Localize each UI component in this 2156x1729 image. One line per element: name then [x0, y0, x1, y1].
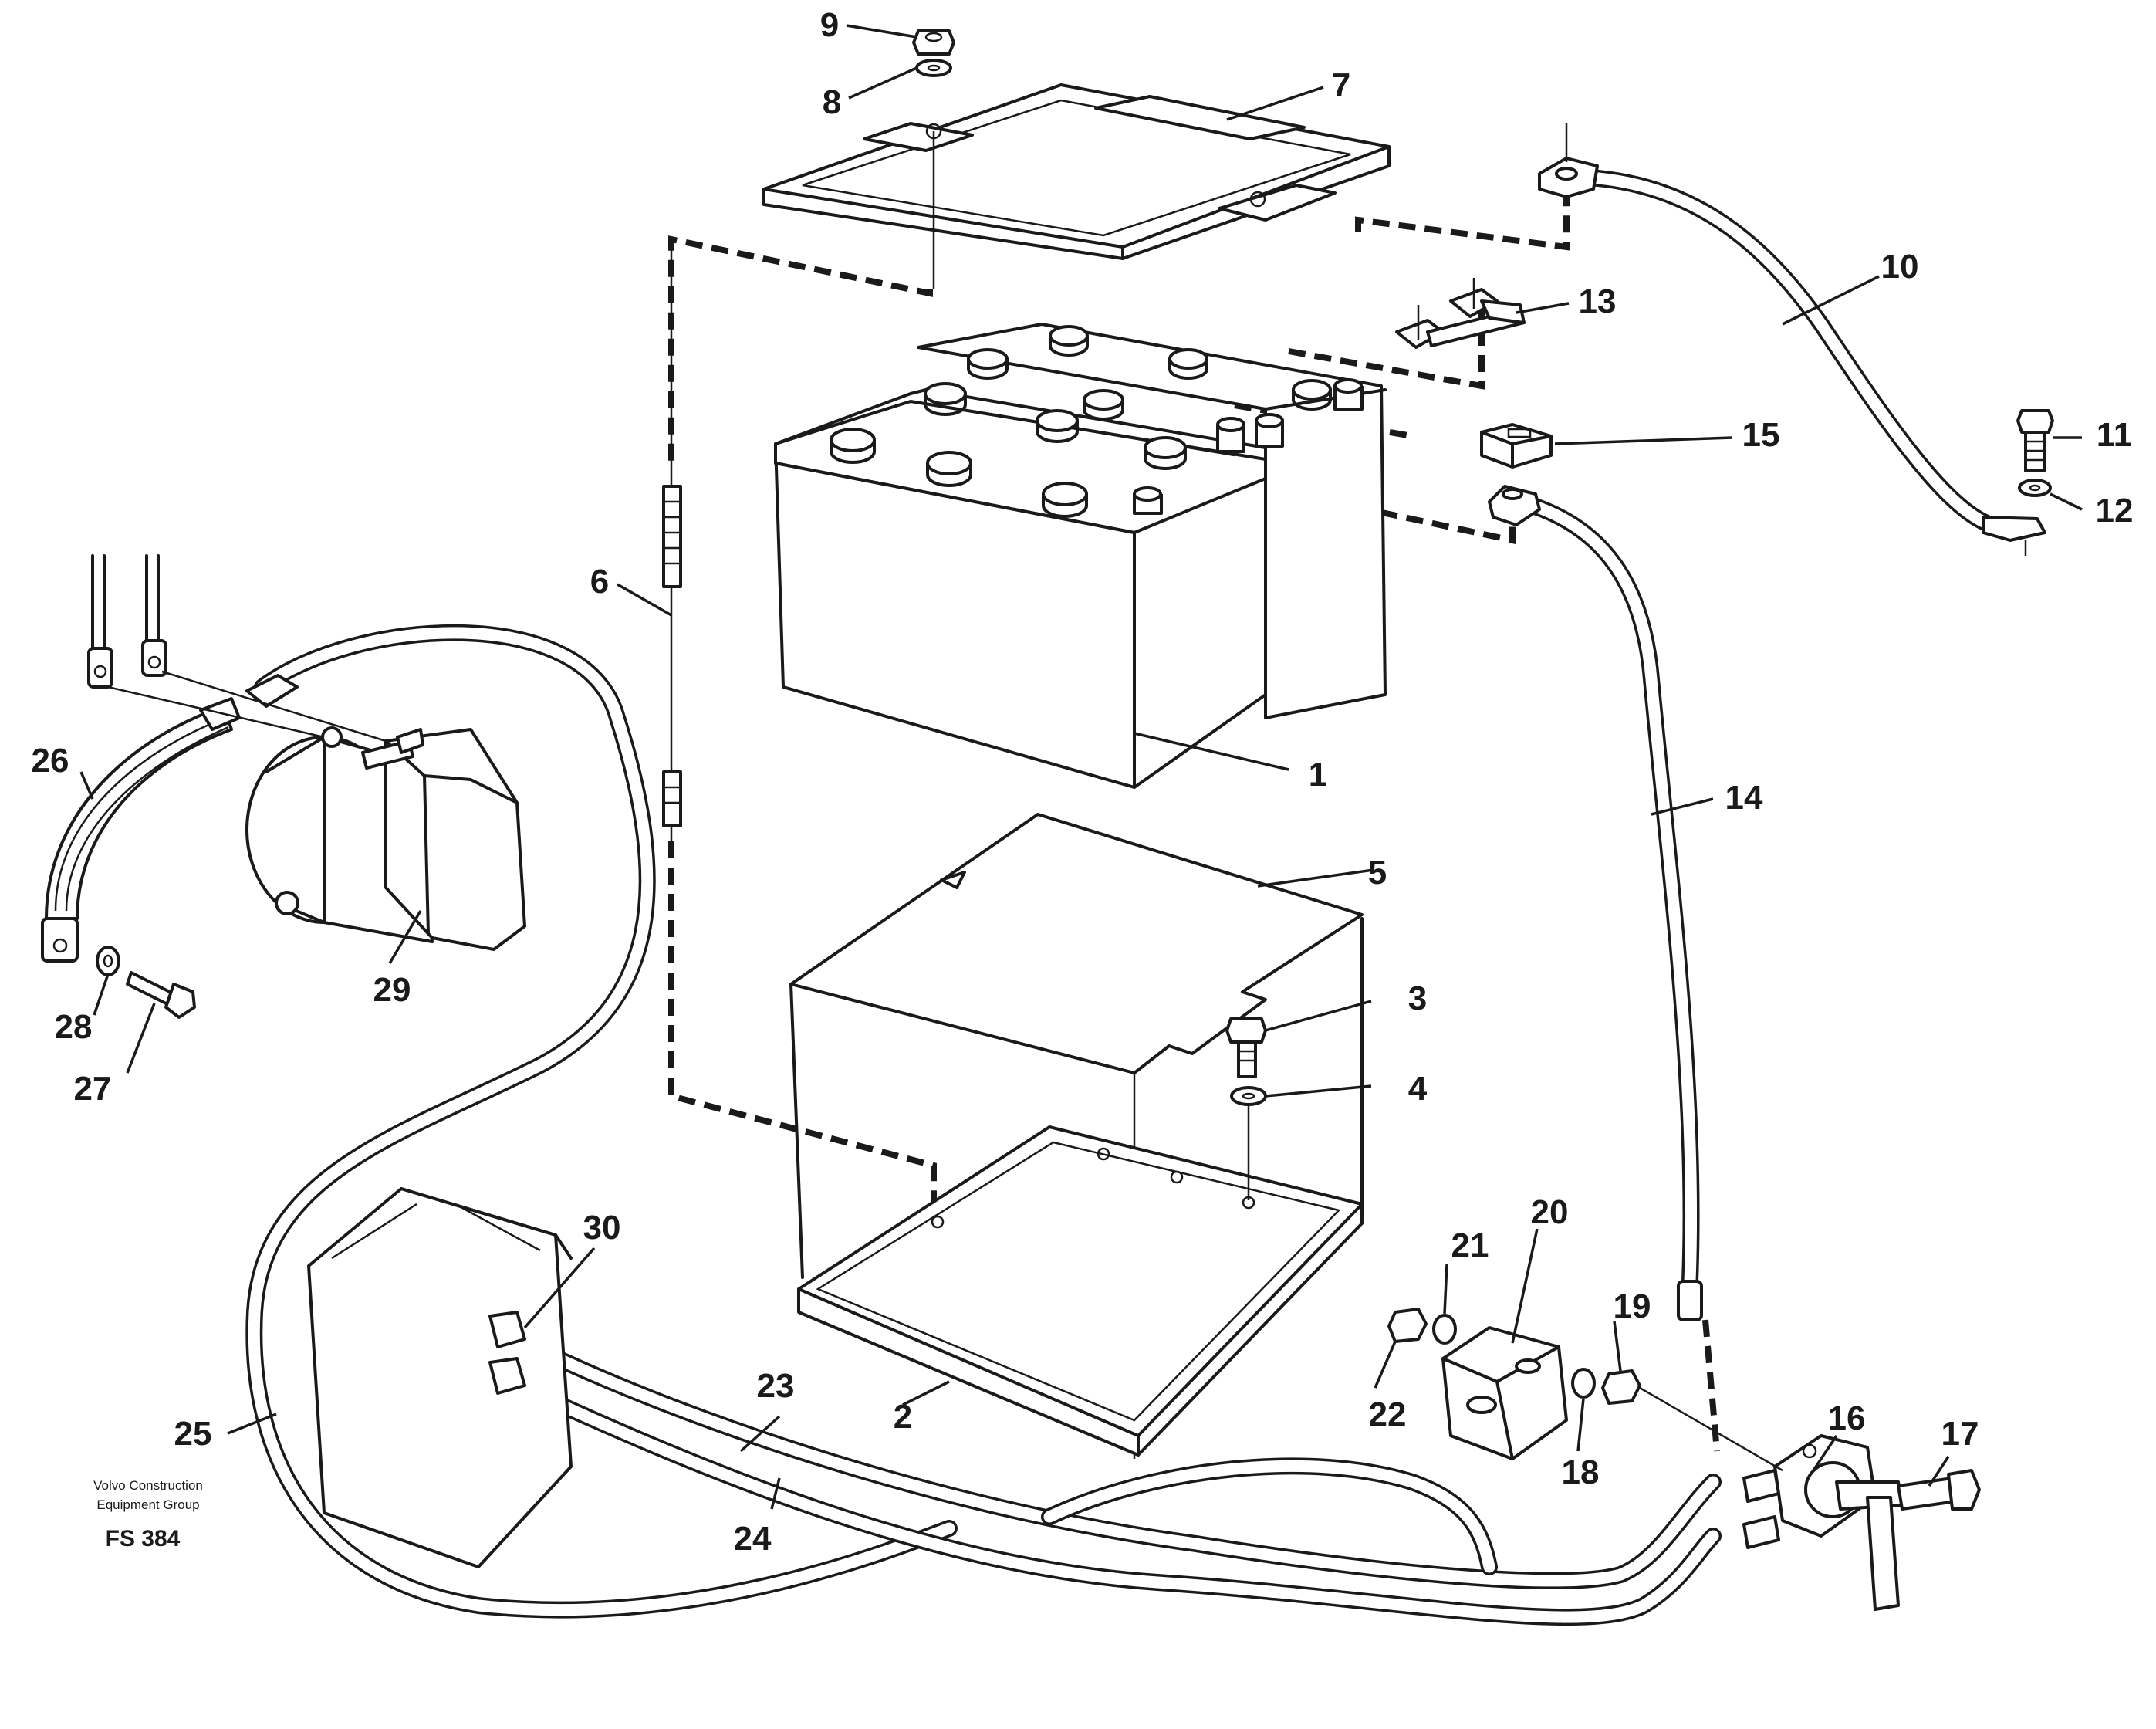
part-label-21: 21	[1451, 1227, 1489, 1264]
nut-9	[912, 29, 955, 56]
cable-25	[245, 624, 958, 1619]
part-label-23: 23	[757, 1367, 795, 1405]
part-label-22: 22	[1369, 1396, 1407, 1433]
credit-line-2: Equipment Group	[96, 1497, 199, 1512]
part-labels: 9 8 7 10 11 12 13 15 14 1 5 3 4 6 2 23 2…	[32, 6, 2134, 1558]
nut-19	[1601, 1369, 1783, 1472]
part-label-3: 3	[1408, 980, 1427, 1017]
cable-24	[501, 1373, 1722, 1626]
ground-strap-26	[41, 697, 241, 963]
bolt-3	[1225, 1017, 1267, 1078]
insulation-plate-5	[789, 813, 1364, 1074]
part-label-14: 14	[1725, 779, 1763, 817]
washer-21	[1432, 1314, 1457, 1345]
part-label-12: 12	[2096, 492, 2134, 530]
part-label-4: 4	[1408, 1070, 1428, 1108]
bolt-27	[126, 971, 196, 1019]
cable-ends-upper-left	[87, 554, 387, 743]
part-label-2: 2	[894, 1398, 912, 1436]
terminal-cover-15	[1480, 423, 1553, 469]
part-label-15: 15	[1742, 416, 1780, 454]
cable-14	[1512, 493, 1700, 1290]
part-label-11: 11	[2097, 416, 2133, 454]
cable-10-terminal	[1538, 124, 2046, 556]
bracket-20	[1441, 1326, 1568, 1460]
leader-lines	[79, 24, 2083, 1510]
battery-tray-2	[797, 1125, 1364, 1457]
battery-terminals	[1133, 378, 1364, 515]
cable-short-16	[1041, 1457, 1498, 1575]
washer-8	[915, 59, 952, 77]
part-label-30: 30	[583, 1209, 621, 1247]
electrical-box	[307, 1187, 573, 1568]
part-label-9: 9	[820, 6, 839, 44]
part-label-1: 1	[1309, 756, 1327, 793]
rod-6	[662, 239, 682, 849]
battery-switch-16	[1742, 1434, 1904, 1611]
battery-frame	[762, 83, 1391, 289]
bolt-17	[1897, 1469, 1981, 1511]
battery-caps	[830, 325, 1332, 518]
figure-code: FS 384	[106, 1526, 181, 1551]
part-label-18: 18	[1562, 1453, 1600, 1491]
starter-motor-29	[245, 726, 526, 951]
part-label-6: 6	[590, 563, 609, 601]
part-label-20: 20	[1531, 1193, 1569, 1231]
part-label-16: 16	[1828, 1399, 1866, 1437]
credit-block: Volvo Construction Equipment Group FS 38…	[93, 1478, 203, 1551]
part-label-24: 24	[734, 1520, 772, 1558]
part-label-13: 13	[1579, 283, 1617, 320]
part-label-26: 26	[32, 742, 69, 780]
gland-30	[488, 1311, 526, 1395]
cable-23	[501, 1327, 1722, 1589]
washer-18	[1571, 1368, 1596, 1399]
part-label-28: 28	[55, 1008, 93, 1046]
cable-14-terminal	[1488, 485, 1703, 1321]
washer-12	[2018, 479, 2052, 497]
part-label-5: 5	[1368, 854, 1387, 892]
credit-line-1: Volvo Construction	[93, 1478, 203, 1493]
washer-28	[96, 946, 120, 976]
part-label-8: 8	[823, 83, 841, 121]
cable-10	[1581, 169, 1999, 533]
part-label-19: 19	[1614, 1287, 1651, 1325]
part-label-29: 29	[373, 971, 411, 1009]
part-label-7: 7	[1332, 66, 1350, 104]
part-label-25: 25	[174, 1415, 212, 1453]
part-label-17: 17	[1941, 1415, 1979, 1453]
bolt-11	[2016, 409, 2054, 472]
part-label-27: 27	[74, 1070, 112, 1108]
nut-22	[1387, 1308, 1428, 1343]
terminal-clamp-13	[1395, 278, 1526, 349]
part-label-10: 10	[1881, 248, 1919, 286]
